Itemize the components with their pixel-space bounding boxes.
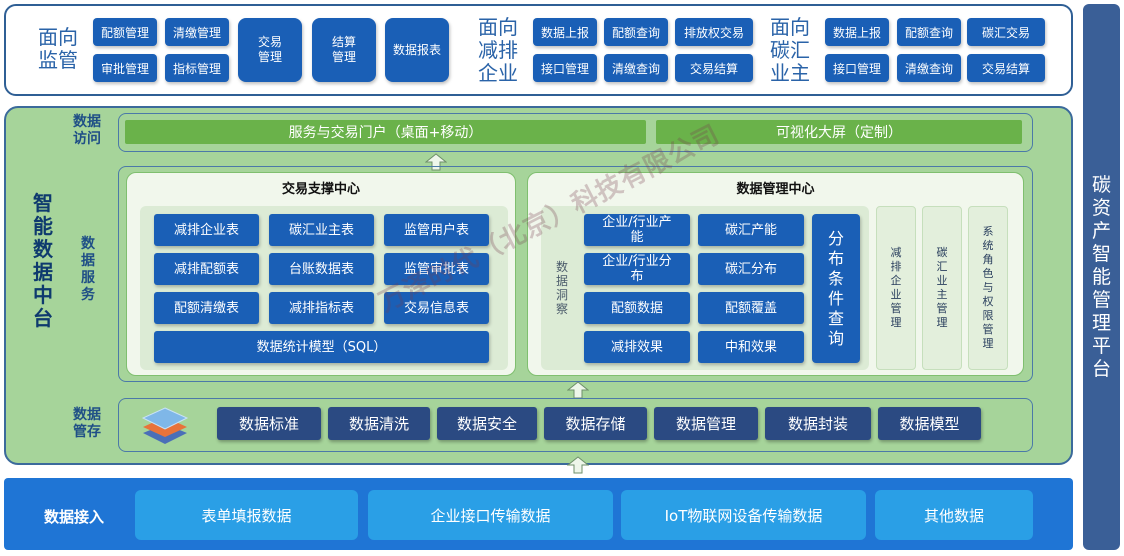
- regulator-item-approval[interactable]: 审批管理: [93, 54, 157, 82]
- sink-item-clearing[interactable]: 清缴查询: [897, 54, 961, 82]
- storage-item-cleaning[interactable]: 数据清洗: [328, 407, 430, 440]
- mgmt-col-role-permission-label: 系统角色与权限管理: [982, 225, 994, 350]
- insight-quota-coverage[interactable]: 配额覆盖: [698, 292, 804, 324]
- platform-sidebar: 碳资产智能管理平台: [1083, 4, 1120, 550]
- data-insight-label: 数据洞察: [555, 260, 568, 316]
- insight-reduction-effect[interactable]: 减排效果: [584, 331, 690, 363]
- trade-center-title: 交易支撑中心: [281, 182, 360, 197]
- storage-item-packaging[interactable]: 数据封装: [765, 407, 871, 440]
- role-title-regulator: 面向监管: [38, 25, 78, 72]
- table-sink-owner[interactable]: 碳汇业主表: [269, 214, 374, 246]
- insight-enterprise-distribution[interactable]: 企业/行业分布: [584, 253, 690, 285]
- table-emission-enterprise[interactable]: 减排企业表: [154, 214, 259, 246]
- storage-item-management[interactable]: 数据管理: [654, 407, 758, 440]
- mgmt-col-role-permission[interactable]: 系统角色与权限管理: [968, 206, 1008, 370]
- ingest-item-enterprise-api[interactable]: 企业接口传输数据: [368, 490, 613, 540]
- mgmt-col-sink-owner[interactable]: 碳汇业主管理: [922, 206, 962, 370]
- layers-icon: [141, 407, 189, 444]
- role-title-emission-enterprise: 面向减排企业: [478, 15, 518, 85]
- regulator-item-trade[interactable]: 交易管理: [238, 18, 302, 82]
- storage-item-storage[interactable]: 数据存储: [544, 407, 647, 440]
- table-regulator-approval[interactable]: 监管审批表: [384, 253, 489, 285]
- data-access-band: [118, 113, 1033, 152]
- sidebar-title: 碳资产智能管理平台: [1091, 173, 1111, 380]
- sink-item-quota[interactable]: 配额查询: [897, 18, 961, 46]
- storage-item-security[interactable]: 数据安全: [437, 407, 537, 440]
- data-storage-band: [118, 398, 1033, 452]
- storage-item-model[interactable]: 数据模型: [878, 407, 981, 440]
- table-trade-info[interactable]: 交易信息表: [384, 292, 489, 324]
- insight-enterprise-capacity[interactable]: 企业/行业产能: [584, 214, 690, 246]
- regulator-item-settlement[interactable]: 结算管理: [312, 18, 376, 82]
- up-arrow-icon: [425, 153, 447, 171]
- enterprise-item-quota[interactable]: 配额查询: [604, 18, 668, 46]
- data-storage-label: 数据管存: [73, 407, 101, 440]
- data-service-band: [118, 166, 1033, 382]
- mgmt-col-enterprise[interactable]: 减排企业管理: [876, 206, 916, 370]
- mgmt-col-sink-owner-label: 碳汇业主管理: [936, 246, 948, 329]
- enterprise-item-report[interactable]: 数据上报: [533, 18, 597, 46]
- enterprise-item-emission-trade[interactable]: 排放权交易: [675, 18, 753, 46]
- sink-item-sink-trade[interactable]: 碳汇交易: [967, 18, 1045, 46]
- service-trade-portal[interactable]: 服务与交易门户（桌面+移动）: [125, 120, 646, 144]
- enterprise-item-settlement[interactable]: 交易结算: [675, 54, 753, 82]
- ingest-item-iot[interactable]: IoT物联网设备传输数据: [621, 490, 866, 540]
- ingest-item-other[interactable]: 其他数据: [875, 490, 1033, 540]
- insight-quota-data[interactable]: 配额数据: [584, 292, 690, 324]
- regulator-item-indicator[interactable]: 指标管理: [165, 54, 229, 82]
- distribution-query-label: 分布条件查询: [828, 228, 845, 348]
- table-emission-quota[interactable]: 减排配额表: [154, 253, 259, 285]
- ingest-item-form[interactable]: 表单填报数据: [135, 490, 358, 540]
- visual-big-screen[interactable]: 可视化大屏（定制）: [656, 120, 1022, 144]
- role-title-sink-owner: 面向碳汇业主: [770, 15, 810, 85]
- data-service-label: 数据服务: [81, 236, 95, 303]
- insight-sink-capacity[interactable]: 碳汇产能: [698, 214, 804, 246]
- regulator-item-quota[interactable]: 配额管理: [93, 18, 157, 46]
- regulator-item-report[interactable]: 数据报表: [385, 18, 449, 82]
- data-access-label: 数据访问: [73, 114, 101, 147]
- data-center-title: 数据管理中心: [736, 182, 815, 197]
- table-regulator-user[interactable]: 监管用户表: [384, 214, 489, 246]
- table-quota-clearing[interactable]: 配额清缴表: [154, 292, 259, 324]
- data-statistics-model[interactable]: 数据统计模型（SQL）: [154, 331, 489, 363]
- insight-sink-distribution[interactable]: 碳汇分布: [698, 253, 804, 285]
- sink-item-interface[interactable]: 接口管理: [825, 54, 889, 82]
- sink-item-report[interactable]: 数据上报: [825, 18, 889, 46]
- up-arrow-icon: [567, 381, 589, 399]
- data-ingest-label: 数据接入: [44, 508, 105, 526]
- platform-title: 智能数据中台: [33, 191, 53, 330]
- enterprise-item-clearing[interactable]: 清缴查询: [604, 54, 668, 82]
- mgmt-col-enterprise-label: 减排企业管理: [890, 246, 902, 329]
- insight-neutral-effect[interactable]: 中和效果: [698, 331, 804, 363]
- up-arrow-icon: [567, 456, 589, 474]
- regulator-item-clearing[interactable]: 清缴管理: [165, 18, 229, 46]
- sink-item-settlement[interactable]: 交易结算: [967, 54, 1045, 82]
- enterprise-item-interface[interactable]: 接口管理: [533, 54, 597, 82]
- table-emission-indicator[interactable]: 减排指标表: [269, 292, 374, 324]
- storage-item-standard[interactable]: 数据标准: [217, 407, 321, 440]
- distribution-query-button[interactable]: 分布条件查询: [812, 214, 860, 363]
- table-ledger-data[interactable]: 台账数据表: [269, 253, 374, 285]
